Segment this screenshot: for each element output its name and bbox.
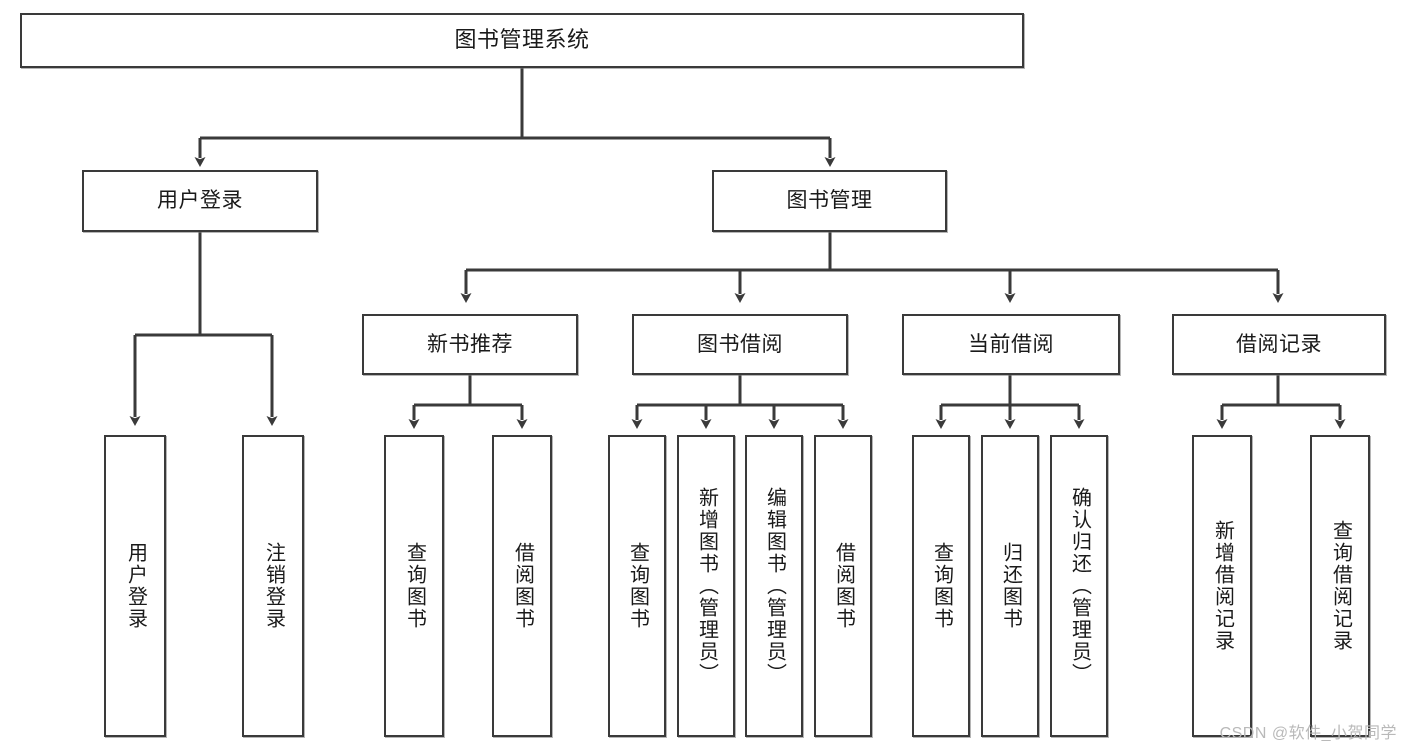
leaf-current-borrow-query[interactable]: 查询图书 xyxy=(912,435,970,737)
node-user-login[interactable]: 用户登录 xyxy=(82,170,318,232)
node-book-borrow[interactable]: 图书借阅 xyxy=(632,314,848,375)
leaf-new-book-query[interactable]: 查询图书 xyxy=(384,435,444,737)
leaf-book-borrow-query[interactable]: 查询图书 xyxy=(608,435,666,737)
node-new-book-recommend[interactable]: 新书推荐 xyxy=(362,314,578,375)
leaf-current-borrow-return[interactable]: 归还图书 xyxy=(981,435,1039,737)
leaf-borrow-record-add[interactable]: 新增借阅记录 xyxy=(1192,435,1252,737)
watermark-text: CSDN @软件_小贺同学 xyxy=(1219,725,1397,742)
leaf-current-borrow-confirm[interactable]: 确认归还（管理员） xyxy=(1050,435,1108,737)
node-current-borrow[interactable]: 当前借阅 xyxy=(902,314,1120,375)
leaf-user-login-login[interactable]: 用户登录 xyxy=(104,435,166,737)
leaf-user-login-logout[interactable]: 注销登录 xyxy=(242,435,304,737)
node-book-management[interactable]: 图书管理 xyxy=(712,170,947,232)
leaf-book-borrow-lend[interactable]: 借阅图书 xyxy=(814,435,872,737)
leaf-borrow-record-query[interactable]: 查询借阅记录 xyxy=(1310,435,1370,737)
leaf-new-book-borrow[interactable]: 借阅图书 xyxy=(492,435,552,737)
leaf-book-borrow-add[interactable]: 新增图书（管理员） xyxy=(677,435,735,737)
node-root[interactable]: 图书管理系统 xyxy=(20,13,1024,68)
node-borrow-record[interactable]: 借阅记录 xyxy=(1172,314,1386,375)
leaf-book-borrow-edit[interactable]: 编辑图书（管理员） xyxy=(745,435,803,737)
